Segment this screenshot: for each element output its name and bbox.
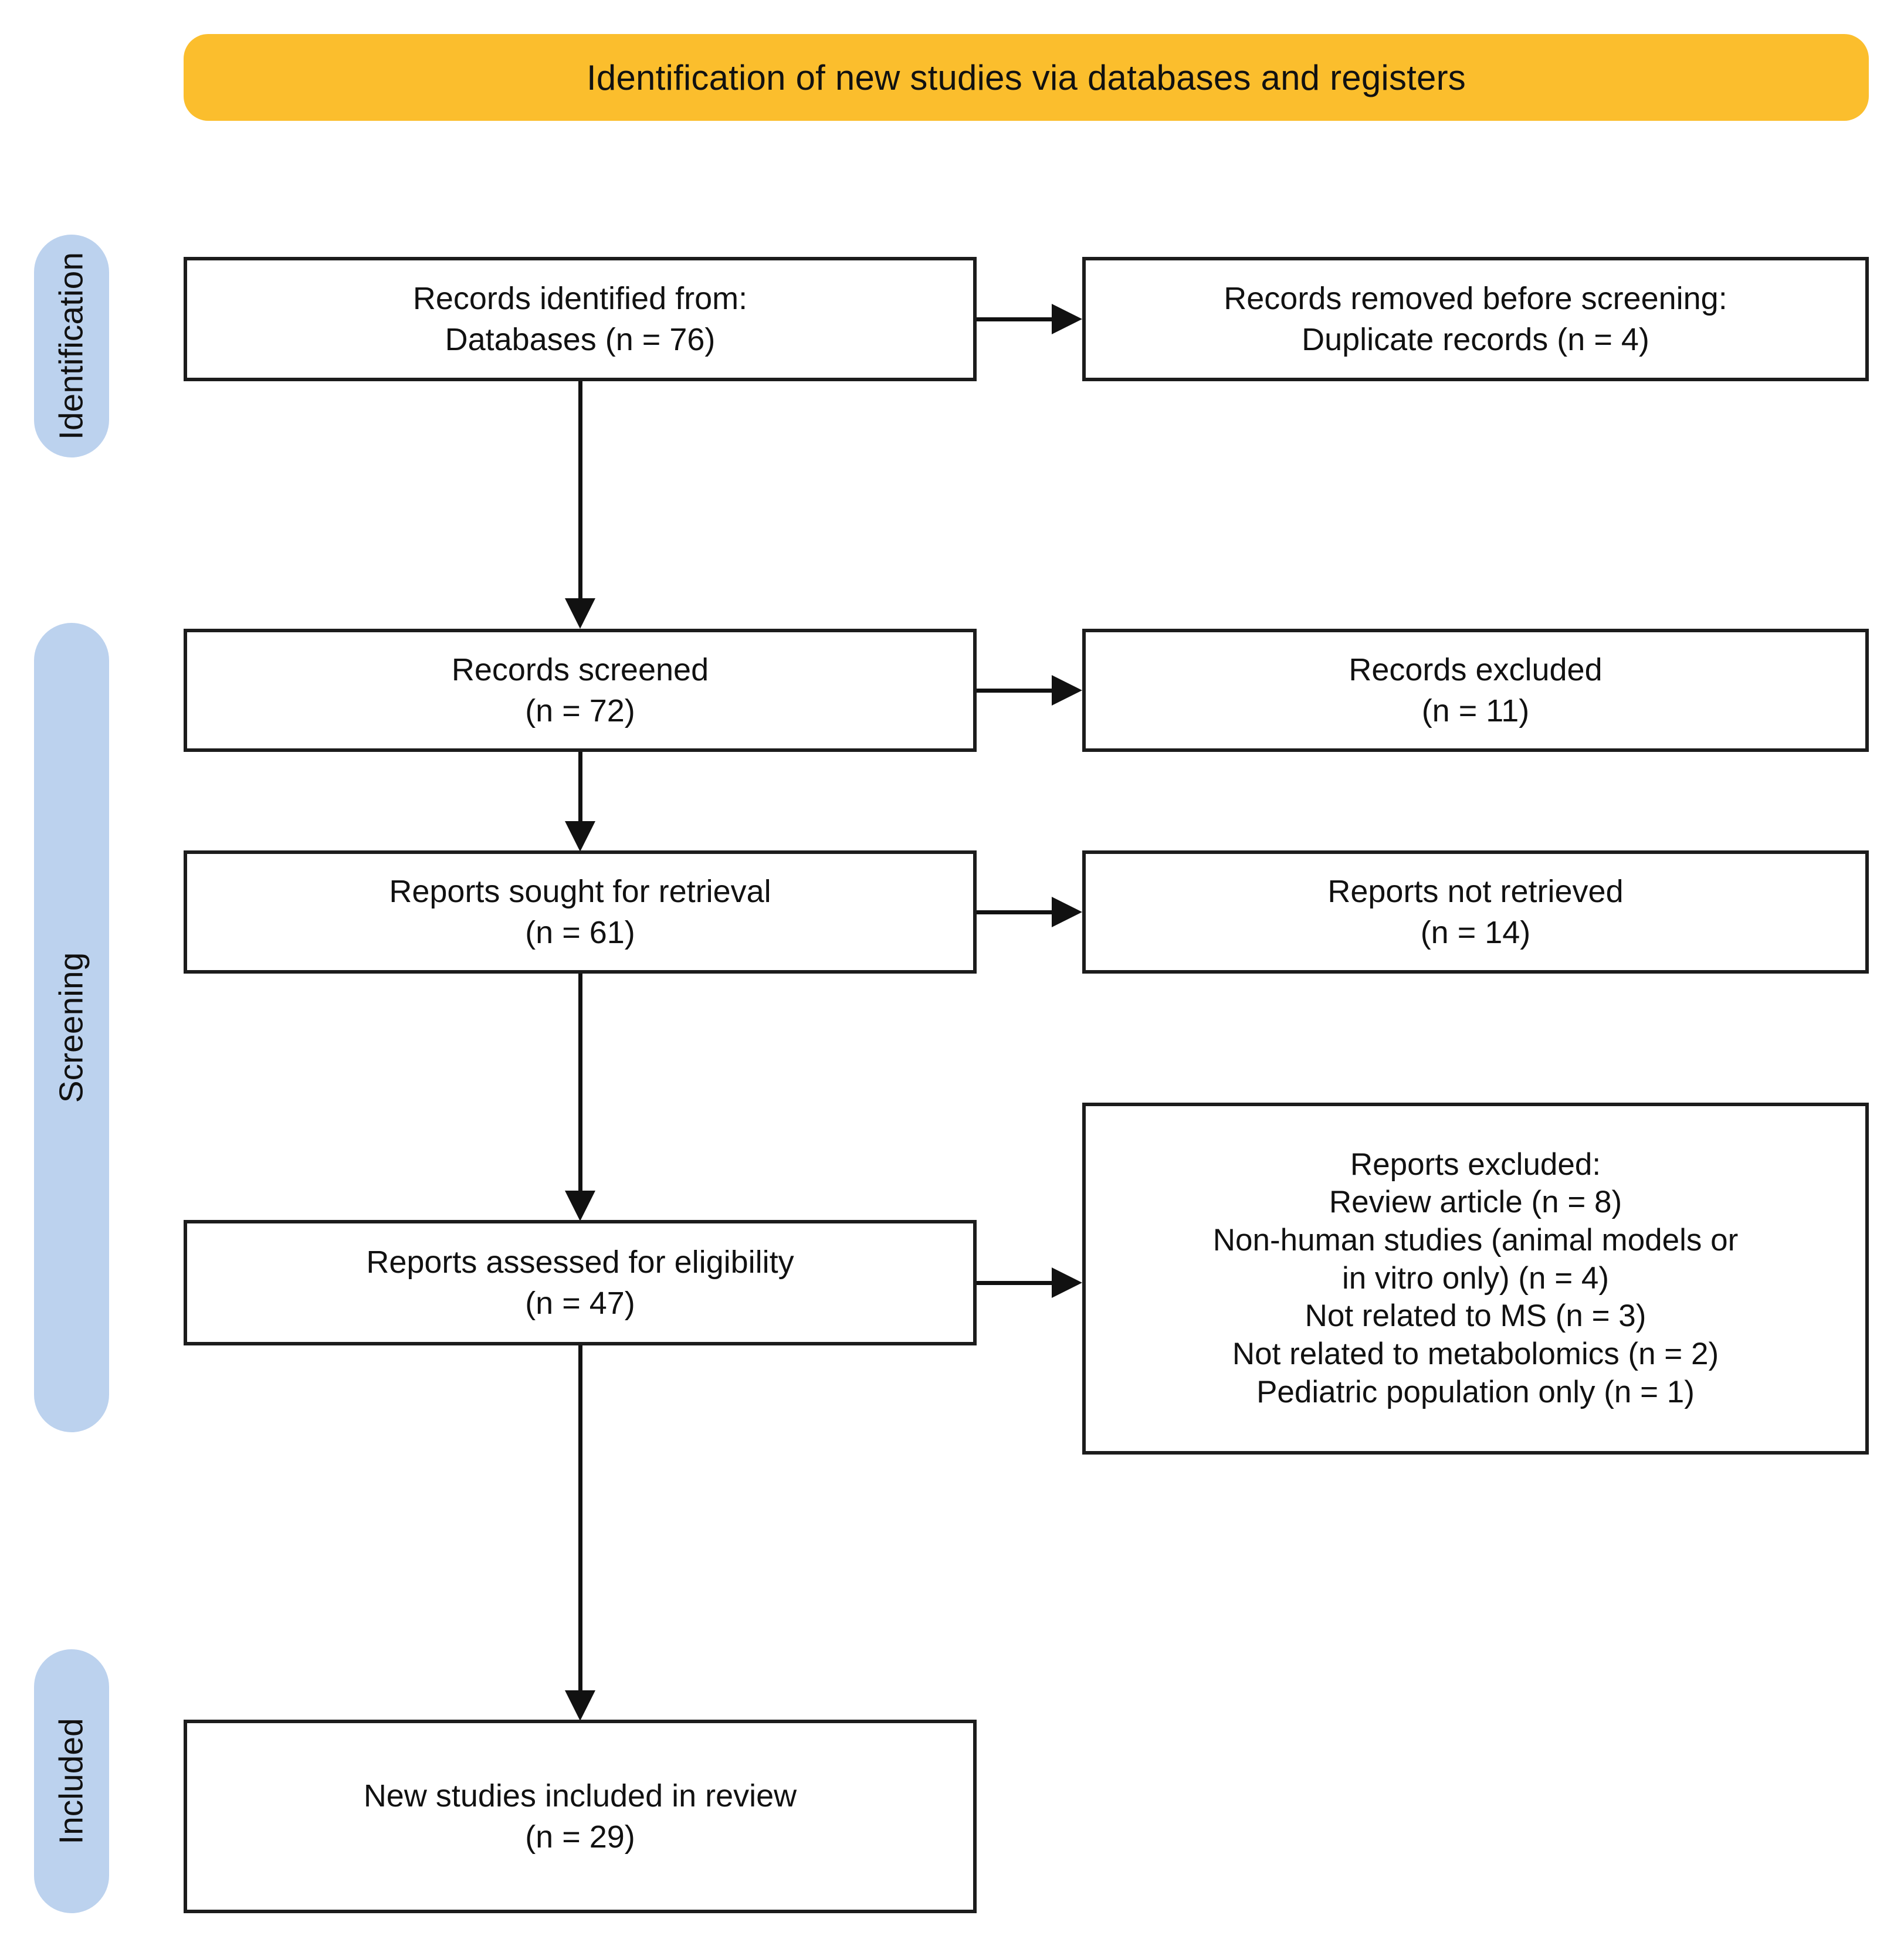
connector-identified-to-removed xyxy=(977,317,1053,321)
arrowhead-down-icon xyxy=(565,1690,595,1721)
box-line: (n = 47) xyxy=(525,1286,635,1321)
stage-pill-identification: Identification xyxy=(34,235,109,457)
box-line: Not related to metabolomics (n = 2) xyxy=(1232,1336,1719,1371)
box-line: Not related to MS (n = 3) xyxy=(1305,1299,1646,1334)
box-line: Reports not retrieved xyxy=(1327,873,1624,909)
box-reports-assessed-for-eligibility: Reports assessed for eligibility (n = 47… xyxy=(184,1220,977,1345)
box-line: (n = 29) xyxy=(525,1819,635,1855)
connector-assessed-to-included xyxy=(578,1345,582,1691)
box-records-screened: Records screened (n = 72) xyxy=(184,629,977,752)
arrowhead-right-icon xyxy=(1052,897,1082,927)
arrowhead-right-icon xyxy=(1052,1267,1082,1298)
connector-identified-to-screened xyxy=(578,381,582,599)
connector-sought-to-not-retrieved xyxy=(977,910,1053,914)
box-line: (n = 11) xyxy=(1421,693,1530,728)
arrowhead-down-icon xyxy=(565,821,595,852)
box-line: Reports excluded: xyxy=(1350,1147,1601,1182)
box-line: (n = 14) xyxy=(1420,915,1531,950)
box-line: Non-human studies (animal models or xyxy=(1212,1223,1739,1258)
box-reports-not-retrieved: Reports not retrieved (n = 14) xyxy=(1082,850,1869,974)
arrowhead-down-icon xyxy=(565,1191,595,1221)
box-records-identified: Records identified from: Databases (n = … xyxy=(184,257,977,381)
box-line: Records screened xyxy=(451,652,709,687)
arrowhead-down-icon xyxy=(565,598,595,629)
box-line: (n = 61) xyxy=(525,915,635,950)
box-line: Records removed before screening: xyxy=(1224,280,1727,316)
box-reports-sought-for-retrieval: Reports sought for retrieval (n = 61) xyxy=(184,850,977,974)
box-line: (n = 72) xyxy=(525,693,635,728)
stage-pill-included: Included xyxy=(34,1649,109,1913)
diagram-header-banner: Identification of new studies via databa… xyxy=(184,34,1869,121)
box-line: Pediatric population only (n = 1) xyxy=(1256,1374,1695,1409)
stage-label-screening: Screening xyxy=(52,952,90,1103)
stage-label-included: Included xyxy=(52,1718,90,1845)
box-line: Duplicate records (n = 4) xyxy=(1302,322,1649,357)
box-records-removed-before-screening: Records removed before screening: Duplic… xyxy=(1082,257,1869,381)
box-line: Databases (n = 76) xyxy=(445,322,716,357)
box-line: in vitro only) (n = 4) xyxy=(1341,1260,1610,1296)
arrowhead-right-icon xyxy=(1052,304,1082,334)
box-line: Reports sought for retrieval xyxy=(389,873,771,909)
box-line: Records identified from: xyxy=(412,280,748,316)
box-reports-excluded-detail: Reports excluded: Review article (n = 8)… xyxy=(1082,1103,1869,1455)
box-line: Records excluded xyxy=(1349,652,1603,687)
arrowhead-right-icon xyxy=(1052,675,1082,706)
stage-pill-screening: Screening xyxy=(34,623,109,1432)
connector-sought-to-assessed xyxy=(578,974,582,1192)
stage-label-identification: Identification xyxy=(52,252,90,440)
connector-screened-to-excluded xyxy=(977,689,1053,693)
connector-assessed-to-reports-excluded xyxy=(977,1281,1053,1285)
box-line: Reports assessed for eligibility xyxy=(366,1244,794,1280)
diagram-header-title: Identification of new studies via databa… xyxy=(587,57,1466,97)
box-line: Review article (n = 8) xyxy=(1329,1185,1622,1220)
box-new-studies-included-in-review: New studies included in review (n = 29) xyxy=(184,1720,977,1913)
box-records-excluded: Records excluded (n = 11) xyxy=(1082,629,1869,752)
box-line: New studies included in review xyxy=(363,1778,797,1813)
connector-screened-to-sought xyxy=(578,752,582,822)
